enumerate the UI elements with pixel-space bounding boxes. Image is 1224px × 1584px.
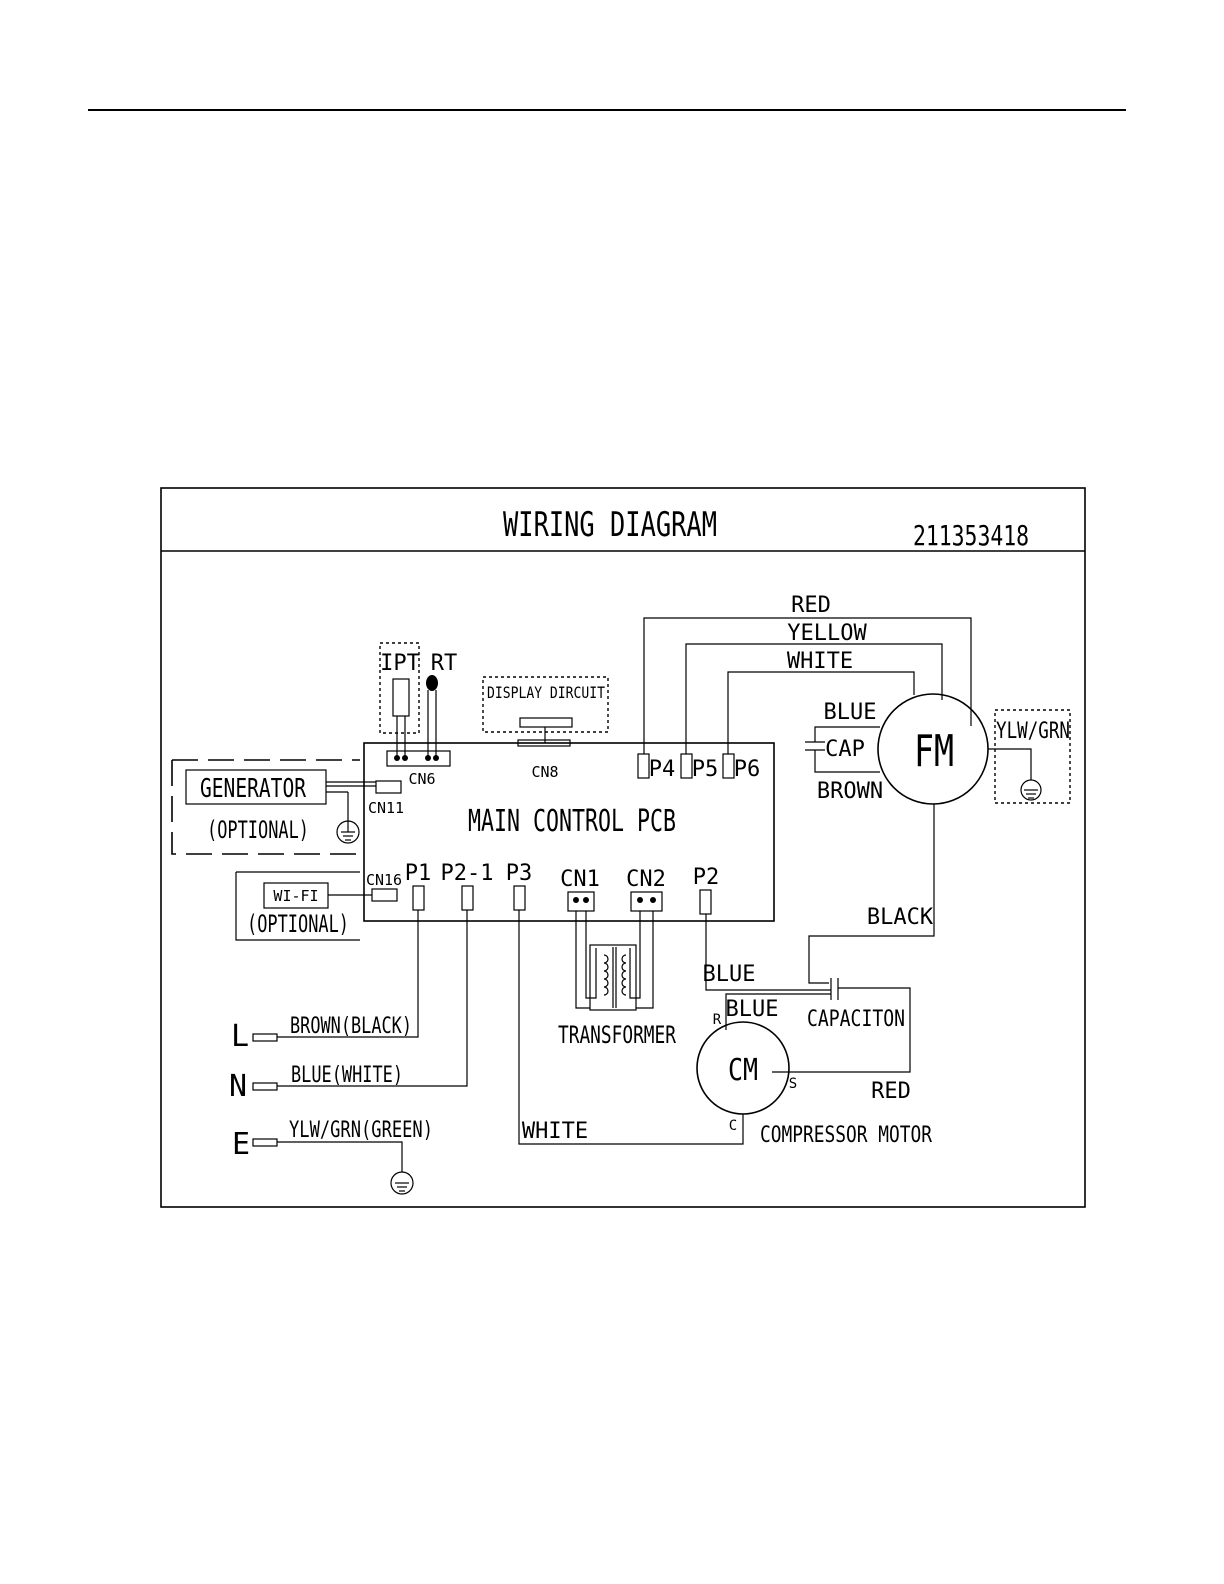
cn16-connector — [371, 888, 398, 902]
p2-1-label: P2-1 — [441, 861, 494, 886]
p5-label: P5 — [692, 757, 719, 782]
transformer-secondary-coil-icon — [621, 954, 627, 996]
main-pcb-box — [363, 742, 775, 922]
page-header-rule — [88, 109, 1126, 111]
red-s-wire-label: RED — [871, 1079, 911, 1104]
wifi-outer-box — [235, 871, 360, 941]
cn1-connector — [567, 891, 595, 912]
blue-p2-wire — [705, 914, 831, 991]
blue-r-wire — [725, 993, 831, 1030]
diagram-frame — [160, 487, 1086, 1208]
cn2-label: CN2 — [626, 867, 666, 892]
cn11-connector — [375, 780, 402, 794]
part-number: 211353418 — [913, 519, 1029, 552]
ipt-box — [379, 642, 420, 734]
n-label: N — [229, 1069, 247, 1104]
l-wire — [277, 910, 419, 1038]
blue-cap-wire-label: BLUE — [824, 700, 877, 725]
ipt-label: IPT — [380, 651, 420, 676]
rt-thermistor-icon — [426, 675, 438, 691]
transformer-primary-coil-icon — [603, 954, 609, 996]
p6-connector — [722, 753, 735, 779]
cn8-label: CN8 — [531, 763, 558, 781]
cn8-connector — [517, 739, 571, 747]
l-label: L — [231, 1019, 249, 1054]
blue-p2-wire-label: BLUE — [703, 962, 756, 987]
p4-label: P4 — [649, 757, 676, 782]
terminal-c-label: C — [729, 1118, 737, 1134]
p2-1-connector — [461, 885, 474, 911]
red-wire — [643, 617, 972, 754]
n-wire — [277, 910, 468, 1087]
e-label: E — [232, 1127, 250, 1162]
capacitor-label: CAPACITON — [807, 1007, 905, 1032]
cn2-transformer-wires — [629, 911, 654, 1009]
e-wire-label: YLW/GRN(GREEN) — [289, 1118, 433, 1143]
p2-connector — [699, 889, 712, 915]
white-wire-label: WHITE — [787, 649, 853, 674]
terminal-r-label: R — [713, 1012, 722, 1028]
generator-optional-label: (OPTIONAL) — [207, 816, 309, 844]
p1-connector — [412, 885, 425, 911]
cn16-label: CN16 — [366, 871, 402, 889]
transformer-label: TRANSFORMER — [558, 1021, 676, 1049]
cn1-transformer-wires — [575, 911, 597, 1009]
fm-ground-box — [994, 709, 1071, 804]
p1-label: P1 — [405, 861, 432, 886]
white-c-wire-label: WHITE — [522, 1119, 588, 1144]
black-wire-label: BLACK — [867, 905, 934, 930]
generator-dashed-box — [171, 759, 360, 855]
wifi-label: WI-FI — [273, 887, 318, 905]
display-connector — [519, 717, 573, 728]
generator-box — [185, 769, 327, 805]
main-pcb-label: MAIN CONTROL PCB — [468, 804, 676, 839]
fan-motor-label: FM — [914, 726, 954, 777]
terminal-s-label: S — [789, 1076, 797, 1092]
cn2-connector — [630, 891, 663, 912]
rt-label: RT — [431, 651, 458, 676]
yellow-wire — [685, 643, 943, 754]
diagram-title: WIRING DIAGRAM — [503, 505, 717, 545]
cn6-label: CN6 — [408, 770, 435, 788]
black-wire — [808, 804, 935, 984]
brown-cap-wire-label: BROWN — [817, 779, 883, 804]
compressor-label: CM — [728, 1053, 758, 1088]
wifi-optional-label: (OPTIONAL) — [247, 910, 349, 938]
cn11-label: CN11 — [368, 799, 404, 817]
display-circuit-label: DISPLAY DIRCUIT — [487, 683, 605, 702]
yellow-wire-label: YELLOW — [787, 621, 867, 646]
p2-label: P2 — [693, 865, 720, 890]
red-s-wire — [772, 987, 911, 1073]
cn6-connector — [386, 750, 451, 767]
cn1-label: CN1 — [560, 867, 600, 892]
blue-r-wire-label: BLUE — [726, 997, 779, 1022]
ipt-element — [392, 678, 410, 717]
transformer-body — [589, 944, 637, 1011]
l-wire-label: BROWN(BLACK) — [290, 1014, 412, 1039]
p5-connector — [680, 753, 693, 779]
compressor-motor-label: COMPRESSOR MOTOR — [760, 1123, 933, 1148]
e-wire — [277, 1141, 403, 1172]
earth-ground-icon — [390, 1171, 414, 1195]
cap-label: CAP — [825, 737, 865, 762]
fm-ground-icon — [1020, 779, 1042, 801]
red-wire-label: RED — [791, 593, 831, 618]
white-c-wire — [518, 910, 744, 1145]
p3-connector — [513, 885, 526, 911]
p3-label: P3 — [506, 861, 533, 886]
white-wire — [727, 671, 915, 754]
p6-label: P6 — [734, 757, 761, 782]
p4-connector — [637, 753, 650, 779]
n-wire-label: BLUE(WHITE) — [291, 1063, 403, 1088]
fm-ground-wire-label: YLW/GRN — [996, 719, 1070, 744]
generator-label: GENERATOR — [200, 774, 306, 804]
